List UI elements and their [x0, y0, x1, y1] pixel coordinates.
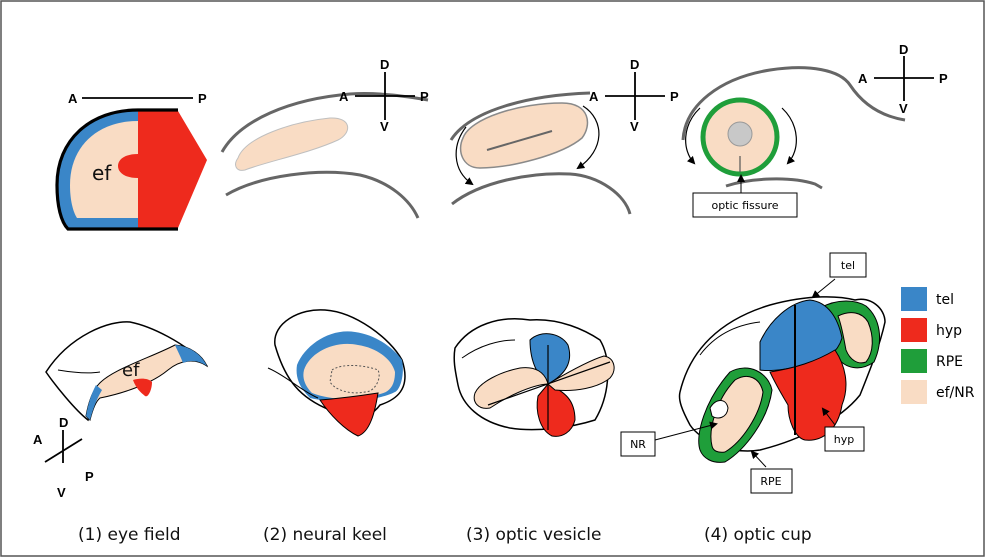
- optic-cup-lens: [728, 122, 752, 146]
- axis-label-d: D: [899, 42, 908, 57]
- ef-label-top: ef: [92, 161, 112, 185]
- legend-swatch-ef-nr: [901, 380, 927, 404]
- axis-label-p: P: [939, 71, 948, 86]
- axis-label-p: P: [85, 469, 94, 484]
- legend-label-ef-nr: ef/NR: [936, 385, 975, 401]
- axis-label-a: A: [858, 71, 868, 86]
- callout-tel-label: tel: [841, 259, 855, 272]
- caption-eye-field: (1) eye field: [78, 525, 181, 545]
- axis-label-a: A: [339, 89, 349, 104]
- axis-label-p: P: [420, 89, 429, 104]
- axis-label-a: A: [589, 89, 599, 104]
- caption-optic-cup: (4) optic cup: [704, 525, 812, 545]
- legend-swatch-rpe: [901, 349, 927, 373]
- axis-label-v: V: [630, 119, 639, 134]
- axis-label-p: P: [670, 89, 679, 104]
- axis-label-a: A: [33, 432, 43, 447]
- legend-label-hyp: hyp: [936, 323, 962, 339]
- axis-label-d: D: [630, 57, 639, 72]
- caption-neural-keel: (2) neural keel: [263, 525, 387, 545]
- caption-optic-vesicle: (3) optic vesicle: [466, 525, 601, 545]
- callout-nr-label: NR: [630, 438, 646, 451]
- callout-rpe-label: RPE: [760, 475, 781, 488]
- ef-label-bottom: ef: [122, 360, 140, 381]
- axis-label-p: P: [198, 91, 207, 106]
- callout-hyp-label: hyp: [834, 433, 854, 446]
- axis-label-d: D: [59, 415, 68, 430]
- axis-label-d: D: [380, 57, 389, 72]
- axis-label-v: V: [380, 119, 389, 134]
- legend-label-rpe: RPE: [936, 354, 963, 370]
- optic-fissure-label: optic fissure: [711, 199, 778, 212]
- axis-label-v: V: [57, 485, 66, 500]
- axis-label-a: A: [68, 91, 78, 106]
- legend-swatch-tel: [901, 287, 927, 311]
- legend-swatch-hyp: [901, 318, 927, 342]
- axis-label-v: V: [899, 101, 908, 116]
- legend-label-tel: tel: [936, 292, 954, 308]
